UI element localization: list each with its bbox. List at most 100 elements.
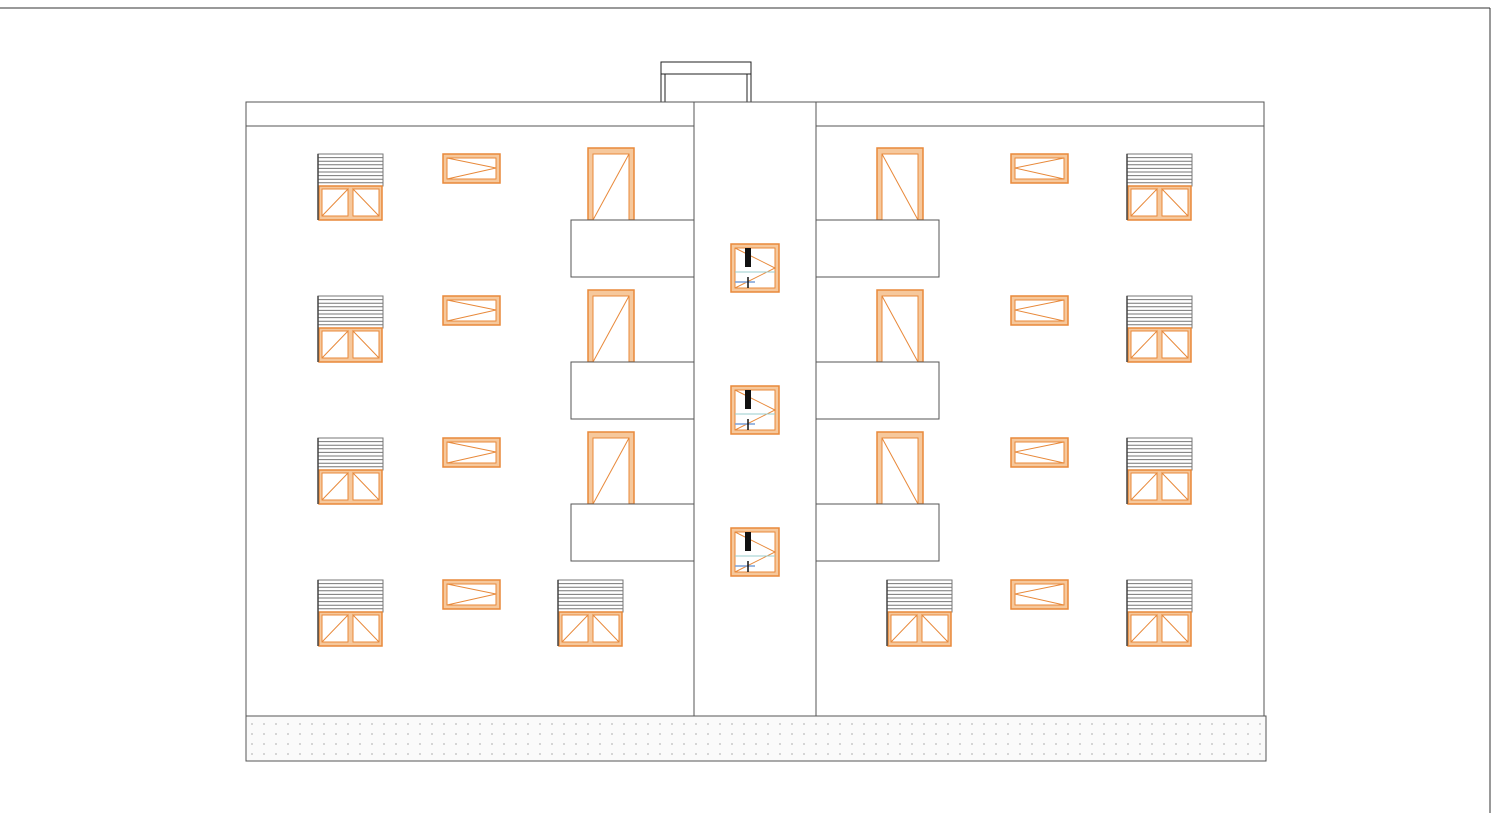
ground-dot: [899, 723, 901, 725]
ground-dot: [323, 753, 325, 755]
ground-dot: [887, 753, 889, 755]
ground-dot: [815, 733, 817, 735]
ground-dot: [503, 723, 505, 725]
opening-mark: [352, 613, 380, 643]
window-glass: [446, 583, 497, 606]
ground-dot: [1103, 733, 1105, 735]
ground-dot: [623, 723, 625, 725]
ground-dot: [1199, 733, 1201, 735]
ground-dot: [1199, 753, 1201, 755]
ground-dot: [671, 743, 673, 745]
ground-dot: [539, 723, 541, 725]
ground-dot: [287, 753, 289, 755]
ground-dot: [803, 753, 805, 755]
roller-shutter: [317, 295, 384, 329]
ground-dot: [1115, 743, 1117, 745]
ground-dot: [1091, 753, 1093, 755]
ground-dot: [299, 733, 301, 735]
ground-dot: [707, 743, 709, 745]
opening-mark: [1014, 299, 1065, 322]
ground-dot: [815, 723, 817, 725]
ground-dot: [503, 753, 505, 755]
ground-dot: [911, 733, 913, 735]
ground-dot: [551, 733, 553, 735]
ground-dot: [719, 753, 721, 755]
ground-dot: [611, 753, 613, 755]
ground-dot: [419, 753, 421, 755]
ground-dot: [755, 733, 757, 735]
ground-dot: [1211, 733, 1213, 735]
ground-dot: [371, 743, 373, 745]
ground-dot: [1235, 753, 1237, 755]
balcony-door: [587, 289, 635, 363]
ground-dot: [563, 743, 565, 745]
ground-dot: [695, 743, 697, 745]
roller-shutter: [1126, 295, 1193, 329]
ground-dot: [1091, 743, 1093, 745]
ground-dot: [947, 743, 949, 745]
ground-dot: [887, 743, 889, 745]
ground-dot: [347, 723, 349, 725]
ground-dot: [1139, 733, 1141, 735]
ground-dot: [491, 753, 493, 755]
ground-dot: [419, 743, 421, 745]
ground-dot: [1139, 753, 1141, 755]
ground-dot: [863, 743, 865, 745]
ground-dot: [443, 743, 445, 745]
ground-dot: [1067, 723, 1069, 725]
ground-dot: [803, 723, 805, 725]
ground-dot: [779, 723, 781, 725]
handrail-post: [745, 390, 751, 409]
opening-mark: [921, 613, 949, 643]
ground-dot: [1019, 733, 1021, 735]
opening-mark: [321, 329, 349, 359]
ground-dot: [995, 753, 997, 755]
opening-mark: [1130, 471, 1158, 501]
shutter-window: [1126, 437, 1193, 505]
balcony-door: [876, 289, 924, 363]
ground-dot: [455, 723, 457, 725]
ground-dot: [875, 733, 877, 735]
ground-dot: [395, 733, 397, 735]
ground-dot: [1055, 733, 1057, 735]
balcony-slab: [815, 503, 940, 562]
awning-window: [1010, 153, 1069, 184]
ground-dot: [455, 753, 457, 755]
ground-dot: [671, 733, 673, 735]
ground-dot: [683, 753, 685, 755]
ground-dot: [791, 733, 793, 735]
ground-dot: [563, 733, 565, 735]
ground-dot: [527, 723, 529, 725]
ground-dot: [1247, 733, 1249, 735]
ground-dot: [623, 743, 625, 745]
balcony-door: [876, 147, 924, 221]
ground-dot: [1079, 753, 1081, 755]
ground-dot: [791, 753, 793, 755]
ground-dot: [635, 733, 637, 735]
ground-dot: [635, 753, 637, 755]
ground-dot: [683, 733, 685, 735]
shutter-window: [557, 579, 624, 647]
ground-dot: [299, 753, 301, 755]
ground-dot: [779, 743, 781, 745]
balcony-slab: [815, 219, 940, 278]
ground-dot: [1127, 753, 1129, 755]
ground-dot: [1127, 733, 1129, 735]
ground-dot: [527, 743, 529, 745]
opening-mark: [1130, 187, 1158, 217]
ground-dot: [287, 733, 289, 735]
ground-dot: [779, 753, 781, 755]
ground-dot: [1091, 723, 1093, 725]
ground-dot: [731, 743, 733, 745]
ground-dot: [707, 753, 709, 755]
opening-mark: [1130, 329, 1158, 359]
ground-dot: [479, 723, 481, 725]
ground-dot: [851, 753, 853, 755]
ground-dot: [1079, 723, 1081, 725]
ground-dot: [695, 733, 697, 735]
ground-dot: [503, 733, 505, 735]
ground-dot: [359, 753, 361, 755]
ground-dot: [575, 733, 577, 735]
ground-dot: [875, 723, 877, 725]
ground-dot: [1067, 743, 1069, 745]
